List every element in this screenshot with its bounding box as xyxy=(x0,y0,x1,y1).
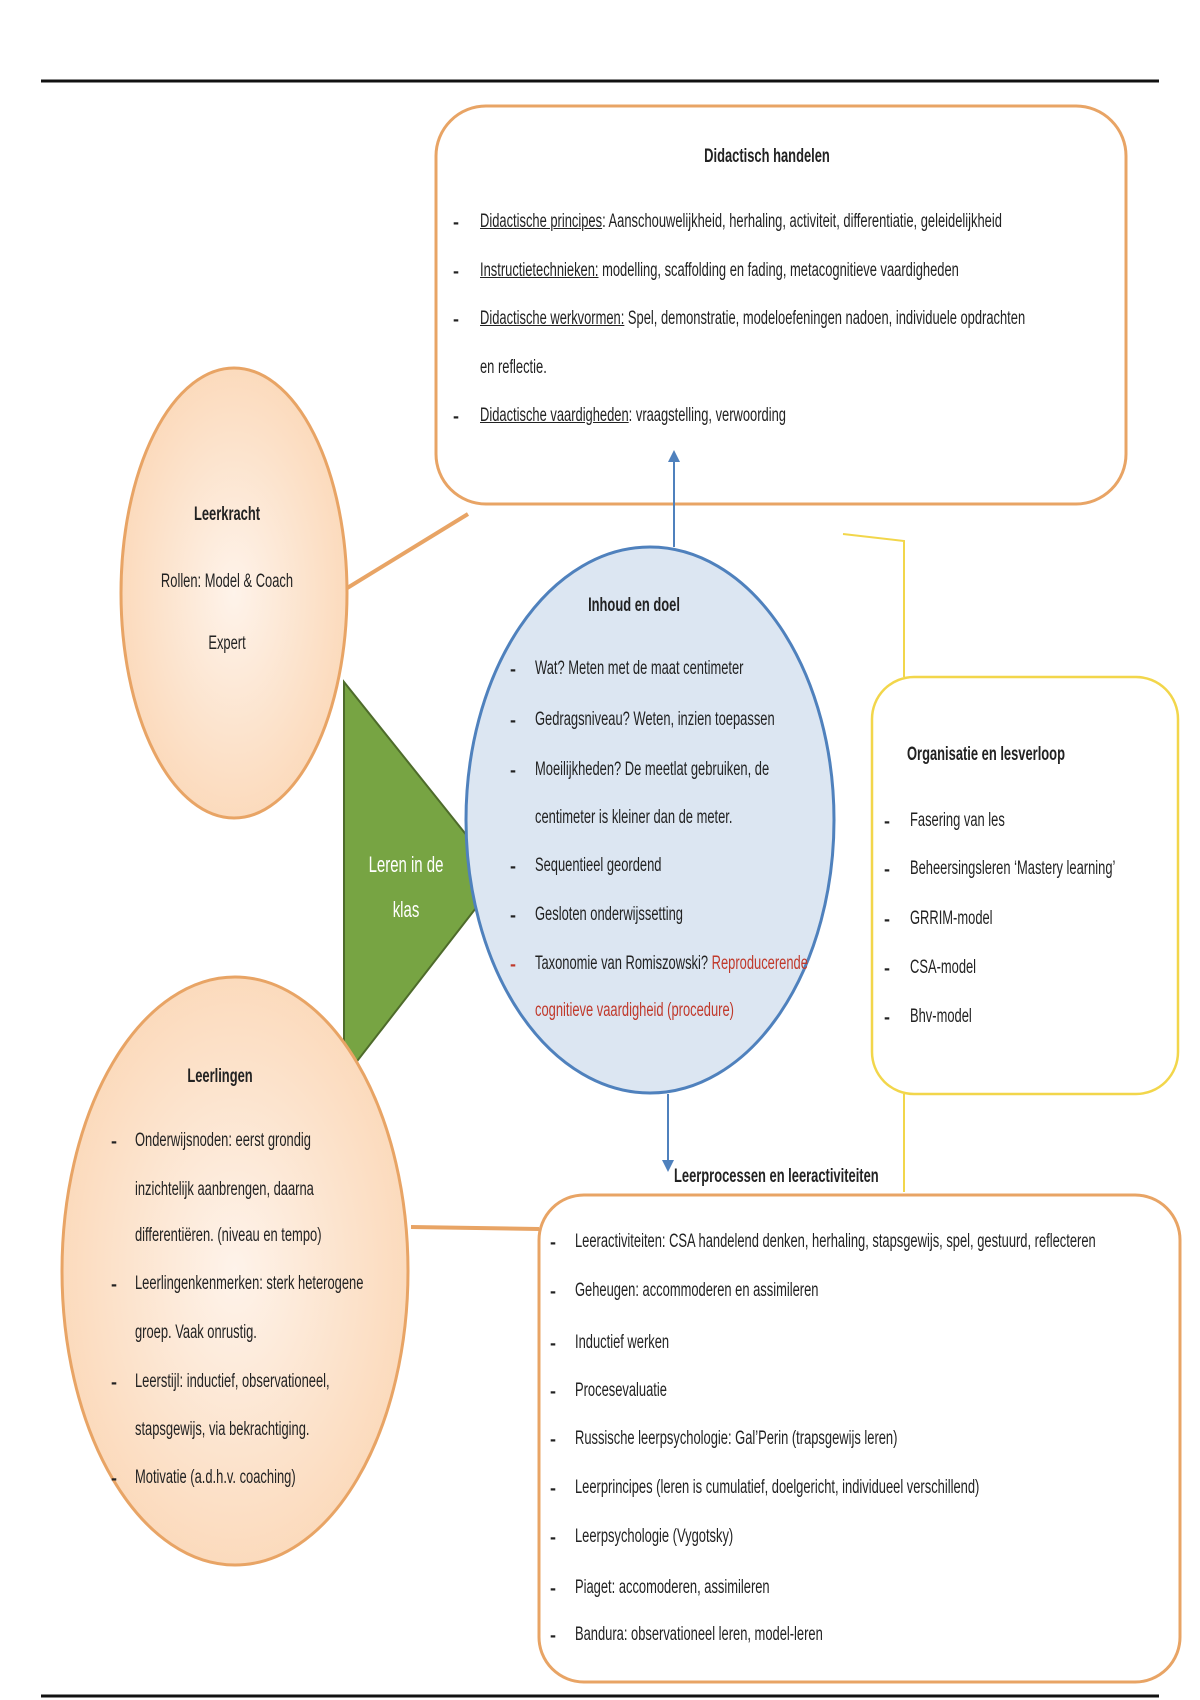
bullet: - xyxy=(550,1578,556,1598)
organisatie-item: CSA-model xyxy=(910,957,977,978)
bullet: - xyxy=(884,958,890,978)
item-label: Didactische werkvormen: xyxy=(480,308,625,329)
item-label: Didactische vaardigheden xyxy=(480,405,629,426)
didactisch-title: Didactisch handelen xyxy=(704,146,830,167)
leerprocessen-title: Leerprocessen en leeractiviteiten xyxy=(674,1166,879,1187)
item-text: : vraagstelling, verwoording xyxy=(628,405,786,426)
triangle-label: klas xyxy=(392,897,420,922)
leerlingen-line: Onderwijsnoden: eerst grondig xyxy=(135,1130,311,1151)
leerprocessen-item: Inductief werken xyxy=(575,1332,670,1353)
leerprocessen-item: Bandura: observationeel leren, model-ler… xyxy=(575,1624,823,1645)
bullet: - xyxy=(550,1429,556,1449)
bullet: - xyxy=(510,659,516,679)
bullet: - xyxy=(510,856,516,876)
leerkracht-line: Rollen: Model & Coach xyxy=(160,571,294,592)
bullet: - xyxy=(510,905,516,925)
leerlingen-line: differentiëren. (niveau en tempo) xyxy=(135,1225,322,1246)
inhoud-line: Gedragsniveau? Weten, inzien toepassen xyxy=(535,709,775,730)
bullet: - xyxy=(111,1372,117,1392)
inhoud-line: Sequentieel geordend xyxy=(535,855,662,876)
didactisch-item: Didactische werkvormen: Spel, demonstrat… xyxy=(480,307,1025,331)
leerlingen-title: Leerlingen xyxy=(187,1066,253,1087)
bullet: - xyxy=(884,1007,890,1027)
leerlingen-line: Leerlingenkenmerken: sterk heterogene xyxy=(135,1273,364,1294)
item-text: : Aanschouwelijkheid, herhaling, activit… xyxy=(602,211,1002,232)
bullet: - xyxy=(884,811,890,831)
organisatie-item: Fasering van les xyxy=(910,810,1005,831)
leerkracht-title: Leerkracht xyxy=(193,504,261,525)
organisatie-item: Beheersingsleren ‘Mastery learning’ xyxy=(910,858,1116,879)
didactisch-box xyxy=(434,104,1128,506)
inhoud-taxonomy: Taxonomie van Romiszowski? Reproducerend… xyxy=(535,952,808,976)
didactisch-item: Instructietechnieken: modelling, scaffol… xyxy=(480,259,959,283)
inhoud-line: Gesloten onderwijssetting xyxy=(535,904,683,925)
didactisch-item: Didactische principes: Aanschouwelijkhei… xyxy=(480,210,1002,234)
didactisch-item: Didactische vaardigheden: vraagstelling,… xyxy=(480,404,786,428)
bullet: - xyxy=(453,212,459,232)
leerprocessen-item: Leerprincipes (leren is cumulatief, doel… xyxy=(575,1477,980,1498)
bullet: - xyxy=(510,954,516,974)
triangle-label: Leren in de xyxy=(368,852,444,877)
leerlingen-connector xyxy=(410,1225,540,1231)
organisatie-box xyxy=(870,675,1180,1096)
leerprocessen-item: Piaget: accomoderen, assimileren xyxy=(575,1577,770,1598)
item-label: Didactische principes xyxy=(480,211,603,232)
bullet: - xyxy=(550,1478,556,1498)
bullet: - xyxy=(884,909,890,929)
bullet: - xyxy=(111,1468,117,1488)
didactisch-item-cont: en reflectie. xyxy=(480,357,547,378)
leerlingen-line: stapsgewijs, via bekrachtiging. xyxy=(135,1419,310,1440)
taxonomy-cont: cognitieve vaardigheid (procedure) xyxy=(535,1000,734,1021)
leerprocessen-box xyxy=(537,1193,1182,1684)
item-label: Instructietechnieken: xyxy=(480,260,599,281)
taxonomy-label: Taxonomie van Romiszowski? xyxy=(535,953,712,974)
bullet: - xyxy=(550,1281,556,1301)
item-text: modelling, scaffolding en fading, metaco… xyxy=(598,260,959,281)
bullet: - xyxy=(510,760,516,780)
leerlingen-line: Motivatie (a.d.h.v. coaching) xyxy=(135,1467,296,1488)
bullet: - xyxy=(453,261,459,281)
bullet: - xyxy=(884,859,890,879)
bullet: - xyxy=(550,1381,556,1401)
leerlingen-ellipse xyxy=(60,975,410,1567)
leerlingen-line: groep. Vaak onrustig. xyxy=(135,1322,257,1343)
taxonomy-highlight: Reproducerende xyxy=(711,953,808,974)
arrow-down-head xyxy=(662,1160,674,1172)
leerkracht-connector xyxy=(342,512,470,592)
leerkracht-line: Expert xyxy=(208,633,246,654)
bullet: - xyxy=(550,1333,556,1353)
leerprocessen-item: Leeractiviteiten: CSA handelend denken, … xyxy=(575,1231,1096,1252)
leerlingen-line: inzichtelijk aanbrengen, daarna xyxy=(135,1179,314,1200)
yellow-connector-top xyxy=(842,533,905,677)
leerkracht-ellipse xyxy=(119,366,349,820)
arrow-up-head xyxy=(668,450,680,462)
bullet: - xyxy=(550,1232,556,1252)
leerprocessen-item: Procesevaluatie xyxy=(575,1380,667,1401)
inhoud-line: Wat? Meten met de maat centimeter xyxy=(535,658,744,679)
bullet: - xyxy=(453,309,459,329)
organisatie-item: GRRIM-model xyxy=(910,908,993,929)
bullet: - xyxy=(111,1131,117,1151)
leerprocessen-item: Geheugen: accommoderen en assimileren xyxy=(575,1280,819,1301)
inhoud-line: centimeter is kleiner dan de meter. xyxy=(535,807,733,828)
leerprocessen-item: Russische leerpsychologie: Gal’Perin (tr… xyxy=(575,1428,898,1449)
bullet: - xyxy=(111,1274,117,1294)
organisatie-item: Bhv-model xyxy=(910,1006,972,1027)
item-text: Spel, demonstratie, modeloefeningen nado… xyxy=(624,308,1026,329)
bullet: - xyxy=(550,1527,556,1547)
leerprocessen-item: Leerpsychologie (Vygotsky) xyxy=(575,1526,734,1547)
organisatie-title: Organisatie en lesverloop xyxy=(907,744,1065,765)
inhoud-circle xyxy=(464,545,836,1095)
bullet: - xyxy=(550,1625,556,1645)
bullet: - xyxy=(510,710,516,730)
inhoud-title: Inhoud en doel xyxy=(588,595,680,616)
inhoud-line: Moeilijkheden? De meetlat gebruiken, de xyxy=(535,759,770,780)
leren-triangle xyxy=(343,679,502,1081)
leerlingen-line: Leerstijl: inductief, observationeel, xyxy=(135,1371,330,1392)
bullet: - xyxy=(453,406,459,426)
